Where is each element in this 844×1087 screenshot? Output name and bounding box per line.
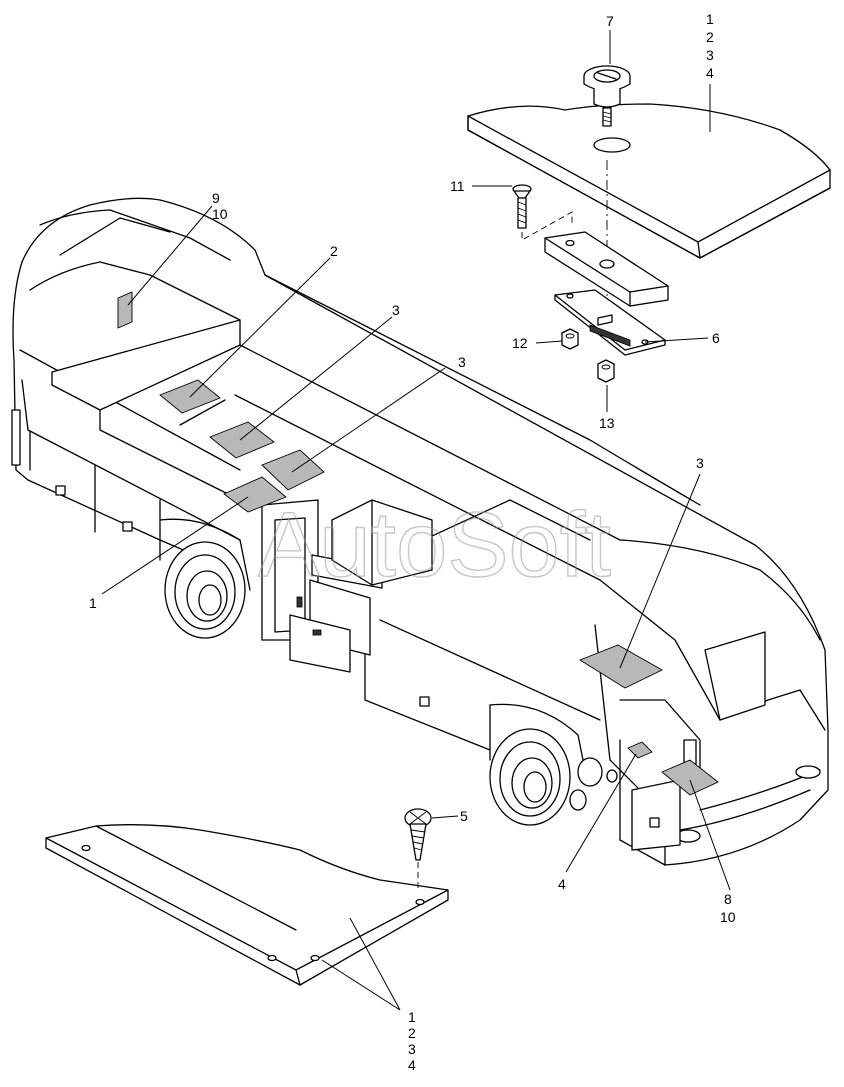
callout-3-c: 3 [696, 455, 704, 471]
insulation-pads [117, 291, 719, 796]
callout-labels: 1 2 3 4 7 11 12 13 6 9 10 2 3 3 3 1 4 5 … [89, 11, 736, 1073]
callout-9: 9 [212, 190, 220, 206]
pad-3a [209, 421, 275, 459]
callout-5: 5 [460, 808, 468, 824]
screw-11 [512, 184, 532, 229]
callout-10-bottom: 10 [720, 909, 736, 925]
insulation-panel-top [467, 103, 831, 259]
bracket-block [544, 231, 669, 307]
callout-top-2: 2 [706, 29, 714, 45]
callout-2: 2 [330, 243, 338, 259]
callout-top-1: 1 [706, 11, 714, 27]
pad-3b [261, 449, 325, 491]
front-wheel [164, 541, 246, 639]
callout-1: 1 [89, 595, 97, 611]
callout-bottom-3: 3 [408, 1041, 416, 1057]
nut-13 [597, 359, 615, 383]
callout-bottom-2: 2 [408, 1025, 416, 1041]
bus-body [11, 197, 829, 866]
callout-6: 6 [712, 330, 720, 346]
callout-top-3: 3 [706, 47, 714, 63]
pad-9 [117, 291, 133, 329]
callout-3-b: 3 [458, 354, 466, 370]
nut-12 [561, 328, 579, 350]
pad-1 [223, 476, 287, 513]
pad-8 [661, 759, 719, 796]
callout-bottom-4: 4 [408, 1057, 416, 1073]
callout-10-top: 10 [212, 206, 228, 222]
callout-12: 12 [512, 335, 528, 351]
watermark: AutoSoft [258, 494, 611, 596]
callout-top-4: 4 [706, 65, 714, 81]
pad-4 [627, 741, 653, 759]
leader-lines [101, 30, 731, 1011]
callout-11: 11 [450, 178, 465, 194]
insulation-panel-bottom [45, 824, 449, 986]
rear-wheel [489, 728, 571, 826]
callout-4: 4 [558, 876, 566, 892]
screw-5 [404, 808, 432, 861]
clip-fastener [583, 65, 631, 127]
callout-13: 13 [599, 415, 615, 431]
callout-8: 8 [724, 891, 732, 907]
callout-7: 7 [606, 13, 614, 29]
callout-bottom-1: 1 [408, 1009, 416, 1025]
callout-3-a: 3 [392, 302, 400, 318]
clamp-plate-6 [554, 289, 666, 356]
